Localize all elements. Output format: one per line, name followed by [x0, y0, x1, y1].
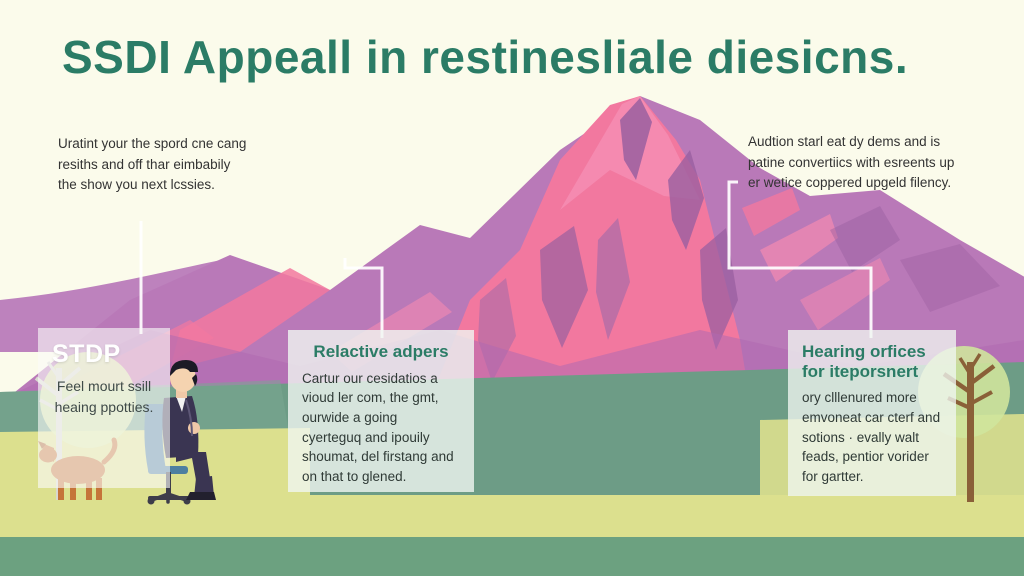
card-stdp-title: STDP: [52, 340, 121, 368]
card-relactive-body: Cartur our cesidatios a vioud ler com, t…: [302, 370, 454, 485]
card-stdp-body: Feel mourt ssill heaing ppotties.: [54, 377, 154, 415]
card-relactive[interactable]: Relactive adpers Cartur our cesidatios a…: [288, 330, 474, 492]
card-hearing[interactable]: Hearing orfices for iteporsnert ory clll…: [788, 330, 956, 496]
page-title: SSDI Appeall in restinesliale diesicns.: [62, 31, 909, 83]
ridge-shadow-4: [540, 226, 588, 348]
annotation-left: Uratint your the spord cne cang resiths …: [58, 136, 247, 193]
card-relactive-title: Relactive adpers: [313, 342, 449, 361]
ridge-shadow-5: [596, 218, 630, 340]
ridge-shadow-1: [620, 98, 652, 180]
band-lime: [0, 495, 1024, 539]
seated-person: [162, 360, 216, 500]
right-flank-shadow-2: [900, 244, 1000, 312]
ridge-shadow-2: [668, 150, 704, 250]
card-hearing-body: ory clllenured more emvoneat car cterf a…: [802, 390, 941, 484]
card-hearing-title: Hearing orfices for iteporsnert: [802, 342, 926, 381]
annotation-right: Audtion starl eat dy dems and is patine …: [748, 134, 955, 191]
band-green-bottom: [0, 537, 1024, 576]
card-stdp[interactable]: STDP Feel mourt ssill heaing ppotties.: [38, 328, 170, 488]
